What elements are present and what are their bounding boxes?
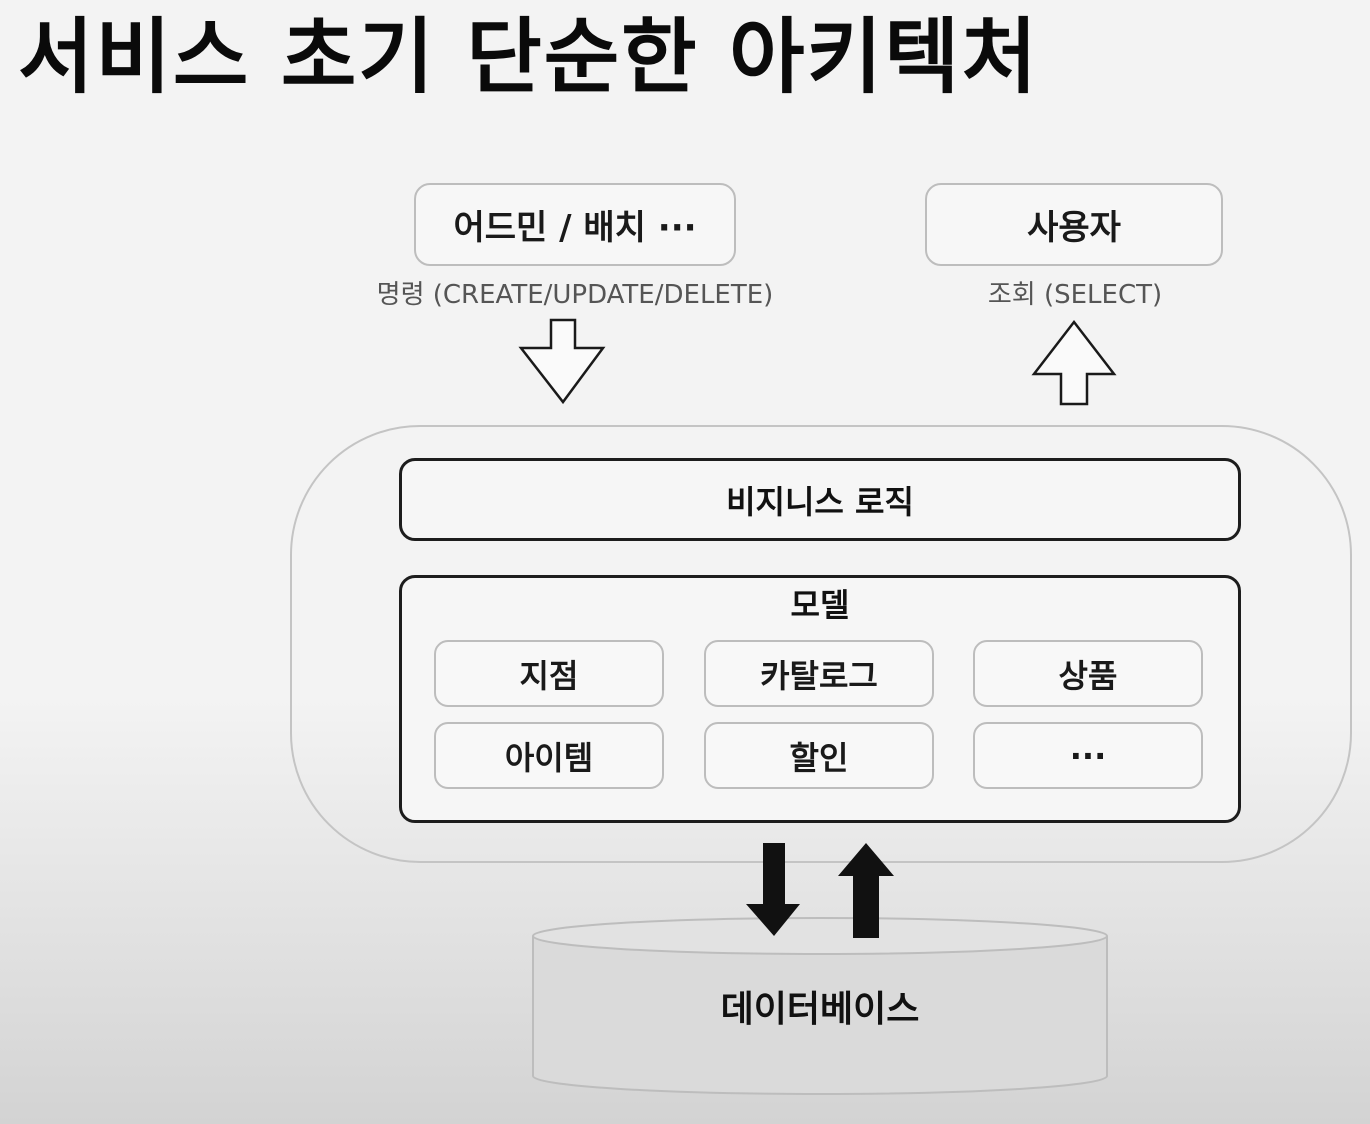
- entity-branch-label: 지점: [519, 656, 579, 695]
- entity-item: 아이템: [434, 722, 664, 789]
- query-caption: 조회 (SELECT): [987, 280, 1163, 310]
- admin-batch-label: 어드민 / 배치 ···: [453, 208, 697, 248]
- entity-more-label: ···: [1069, 736, 1107, 775]
- admin-batch-box: 어드민 / 배치 ···: [414, 183, 736, 266]
- entity-discount-label: 할인: [789, 738, 849, 777]
- query-up-arrow-icon: [1031, 319, 1117, 406]
- db-read-up-arrow-icon: [838, 843, 894, 938]
- business-logic-label: 비지니스 로직: [726, 482, 914, 521]
- entity-item-label: 아이템: [504, 738, 594, 777]
- database-label: 데이터베이스: [720, 989, 920, 1030]
- business-logic-box: 비지니스 로직: [399, 458, 1241, 541]
- entity-catalog-label: 카탈로그: [760, 656, 878, 695]
- entity-catalog: 카탈로그: [704, 640, 934, 707]
- entity-branch: 지점: [434, 640, 664, 707]
- entity-more: ···: [973, 722, 1203, 789]
- command-caption: 명령 (CREATE/UPDATE/DELETE): [376, 280, 774, 310]
- database-cylinder-icon: [532, 917, 1108, 1095]
- model-label: 모델: [790, 586, 850, 624]
- db-write-down-arrow-icon: [746, 843, 800, 936]
- entity-product-label: 상품: [1058, 656, 1118, 695]
- user-box: 사용자: [925, 183, 1223, 266]
- application-container: [290, 425, 1352, 863]
- command-down-arrow-icon: [518, 318, 606, 405]
- entity-product: 상품: [973, 640, 1203, 707]
- page-title: 서비스 초기 단순한 아키텍처: [18, 10, 1039, 105]
- user-label: 사용자: [1027, 208, 1121, 248]
- entity-discount: 할인: [704, 722, 934, 789]
